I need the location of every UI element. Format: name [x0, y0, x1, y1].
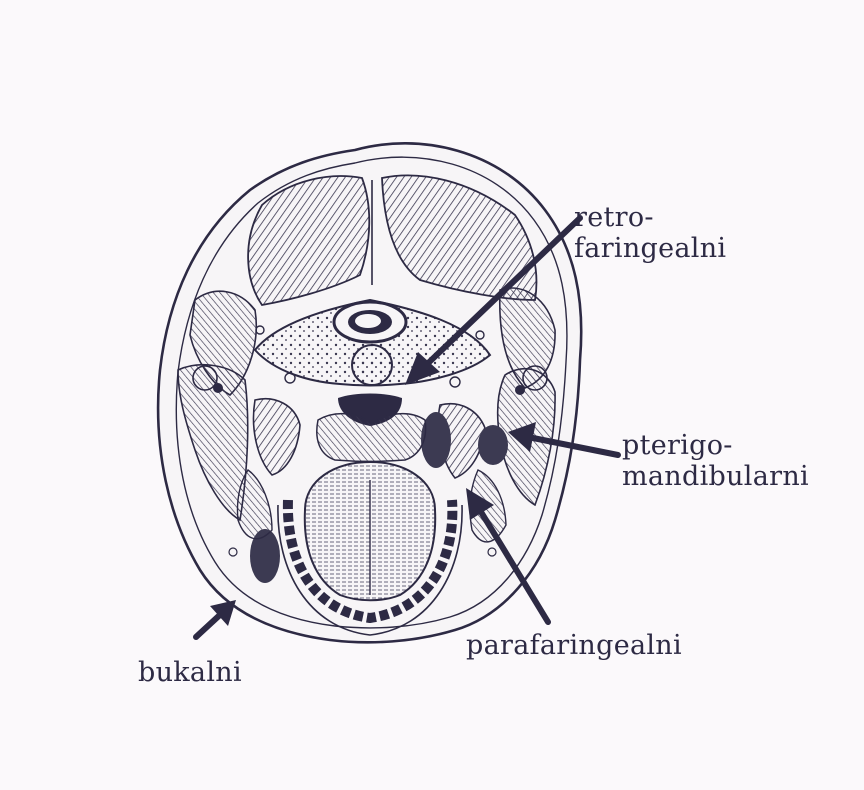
label-pterigo-line1: pterigo- [622, 430, 809, 461]
label-parafaringealni: parafaringealni [466, 630, 682, 661]
arrow-bukalni [196, 600, 236, 637]
label-retro-line1: retro- [574, 202, 726, 233]
label-retro: retro- faringealni [574, 202, 726, 264]
label-pterigo: pterigo- mandibularni [622, 430, 809, 492]
label-pterigo-line2: mandibularni [622, 461, 809, 492]
pterygomandibular-dark-space [478, 425, 508, 465]
label-bukalni: bukalni [138, 657, 242, 688]
vertebral-body [352, 345, 392, 385]
label-retro-line2: faringealni [574, 233, 726, 264]
